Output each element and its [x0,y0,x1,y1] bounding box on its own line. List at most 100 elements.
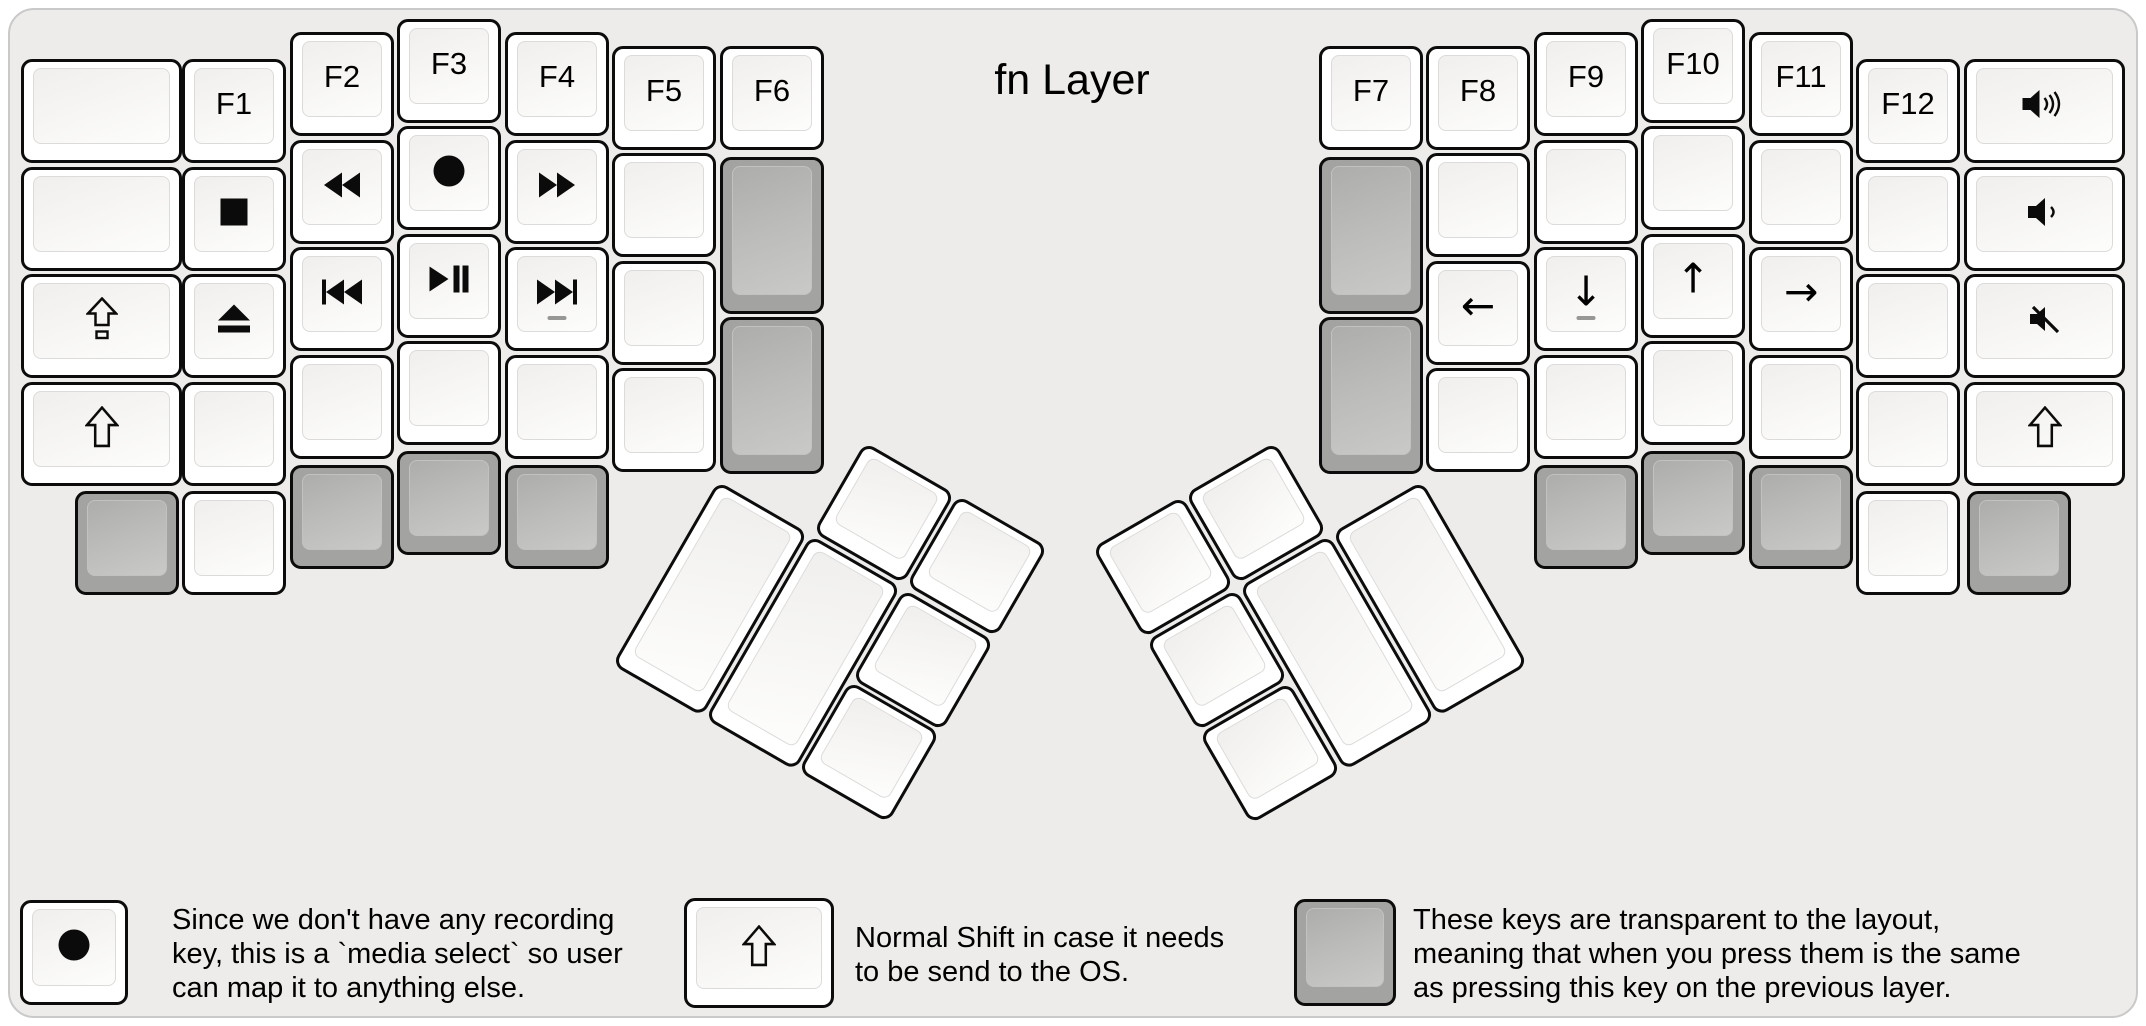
keytop [1976,283,2113,359]
key-shift-right[interactable] [1964,382,2125,486]
key-blank[interactable] [1641,126,1745,230]
key-mute[interactable] [1964,274,2125,378]
key-f4[interactable]: F4 [505,32,609,136]
left-arrow-icon: ← [1460,281,1496,330]
key-transparent[interactable] [1967,491,2071,595]
play-pause-icon [429,265,469,293]
keytop: F8 [1438,55,1518,131]
key-shift-left[interactable] [21,382,182,486]
homing-bar [1576,316,1596,321]
key-volume-up[interactable] [1964,59,2125,163]
key-transparent[interactable] [1641,451,1745,555]
keytop [1331,166,1411,295]
key-blank[interactable] [21,167,182,271]
key-volume-down[interactable] [1964,167,2125,271]
key-label: F2 [323,58,361,94]
key-blank[interactable] [1856,274,1960,378]
key-f7[interactable]: F7 [1319,46,1423,150]
right-arrow-icon: → [1783,267,1819,316]
key-down-arrow[interactable]: ↓ [1534,247,1638,351]
key-up-arrow[interactable]: ↑ [1641,234,1745,338]
key-prev-track[interactable] [290,247,394,351]
keytop: F1 [194,68,274,144]
keytop [87,500,167,576]
record-icon [433,155,465,187]
key-f11[interactable]: F11 [1749,32,1853,136]
key-blank[interactable] [182,491,286,595]
key-blank[interactable] [505,355,609,459]
key-f12[interactable]: F12 [1856,59,1960,163]
key-blank[interactable] [1426,368,1530,472]
key-blank[interactable] [21,59,182,163]
volume-down-icon [2027,196,2062,228]
key-right-arrow[interactable]: → [1749,247,1853,351]
key-blank[interactable] [612,153,716,257]
key-f3[interactable]: F3 [397,19,501,123]
key-next-track[interactable] [505,247,609,351]
key-blank[interactable] [290,355,394,459]
key-blank[interactable] [1534,140,1638,244]
key-transparent[interactable] [1319,317,1423,474]
legend-transparent-text: These keys are transparent to the layout… [1413,904,2021,1004]
key-transparent[interactable] [290,465,394,569]
keytop [1976,68,2113,144]
key-blank[interactable] [612,261,716,365]
key-transparent[interactable] [1534,465,1638,569]
key-f8[interactable]: F8 [1426,46,1530,150]
key-blank[interactable] [1641,341,1745,445]
keytop [624,162,704,238]
key-blank[interactable] [1856,382,1960,486]
keytop [517,474,597,550]
key-rewind[interactable] [290,140,394,244]
key-f2[interactable]: F2 [290,32,394,136]
keytop [33,176,170,252]
key-blank[interactable] [397,341,501,445]
keytop: F10 [1653,28,1733,104]
key-blank[interactable] [1749,355,1853,459]
keytop [1653,135,1733,211]
key-blank[interactable] [1856,491,1960,595]
key-transparent[interactable] [75,491,179,595]
key-fast-forward[interactable] [505,140,609,244]
key-play-pause[interactable] [397,234,501,338]
volume-up-icon [2022,88,2067,120]
key-label: F5 [645,72,683,108]
key-f10[interactable]: F10 [1641,19,1745,123]
key-f9[interactable]: F9 [1534,32,1638,136]
key-caps-lock[interactable] [21,274,182,378]
key-label: F8 [1459,72,1497,108]
key-transparent[interactable] [720,157,824,314]
key-f6[interactable]: F6 [720,46,824,150]
key-label: F11 [1775,58,1827,94]
keytop [194,176,274,252]
keytop [624,270,704,346]
key-transparent[interactable] [1319,157,1423,314]
key-transparent[interactable] [720,317,824,474]
key-transparent[interactable] [397,451,501,555]
keytop [1761,364,1841,440]
key-transparent[interactable] [505,465,609,569]
key-blank[interactable] [1426,153,1530,257]
key-blank[interactable] [1534,355,1638,459]
key-eject[interactable] [182,274,286,378]
keytop: F7 [1331,55,1411,131]
next-track-icon [537,279,577,305]
keytop [194,391,274,467]
key-transparent[interactable] [1749,465,1853,569]
key-f5[interactable]: F5 [612,46,716,150]
keytop [1438,377,1518,453]
legend-transparent-key [1294,899,1396,1006]
key-record[interactable] [397,126,501,230]
key-stop[interactable] [182,167,286,271]
key-label: F10 [1666,45,1720,81]
key-blank[interactable] [1749,140,1853,244]
keytop [409,243,489,319]
keytop [1546,149,1626,225]
keytop [696,907,822,989]
key-left-arrow[interactable]: ← [1426,261,1530,365]
keytop [732,326,812,455]
key-blank[interactable] [182,382,286,486]
key-blank[interactable] [1856,167,1960,271]
key-blank[interactable] [612,368,716,472]
key-f1[interactable]: F1 [182,59,286,163]
